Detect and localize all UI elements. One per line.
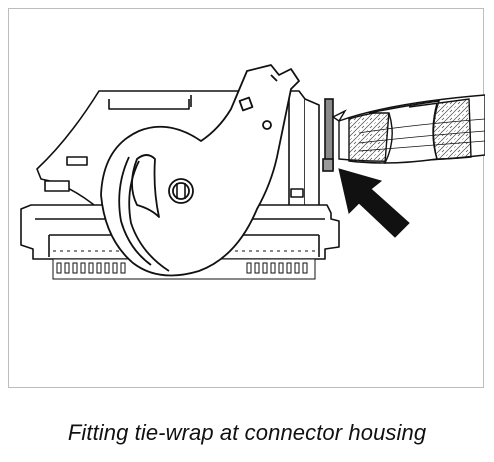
figure-caption: Fitting tie-wrap at connector housing xyxy=(67,420,427,445)
tie-wrap xyxy=(322,98,334,172)
pointer-arrow-icon xyxy=(338,168,410,238)
locking-lever xyxy=(100,64,300,277)
figure-frame xyxy=(8,8,485,388)
connector-illustration xyxy=(20,64,485,280)
cable-bundle xyxy=(331,94,485,164)
